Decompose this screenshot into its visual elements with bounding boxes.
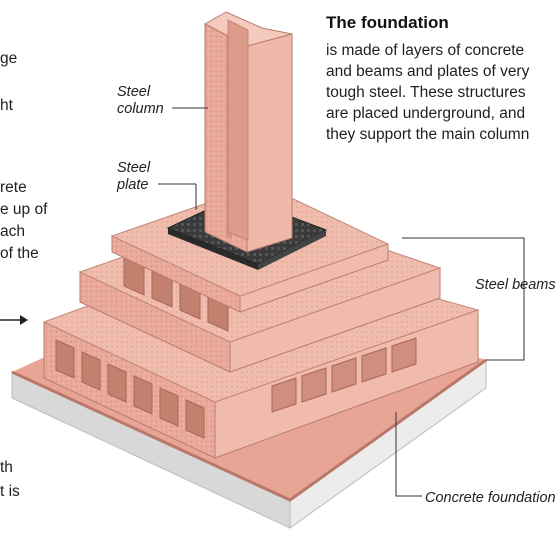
concrete-foundation-label: Concrete foundation bbox=[425, 490, 556, 506]
description-line-3: tough steel. These structures bbox=[326, 84, 526, 101]
steel-beams-bracket bbox=[402, 237, 525, 361]
description-line-4: are placed underground, and bbox=[326, 105, 526, 122]
steel-plate-label-line2: plate bbox=[117, 177, 149, 193]
clipped-text-3: rete bbox=[0, 179, 27, 196]
arrow-right-icon bbox=[0, 315, 28, 325]
steel-column bbox=[203, 11, 293, 253]
clipped-text-8: t is bbox=[0, 483, 20, 500]
description-line-5: they support the main column bbox=[326, 126, 530, 143]
steel-plate-label-line1: Steel bbox=[117, 160, 151, 176]
foundation-title: The foundation bbox=[326, 13, 449, 32]
steel-column-label: Steel column bbox=[117, 84, 164, 118]
leader-lines bbox=[158, 107, 525, 497]
clipped-text-1: ge bbox=[0, 50, 18, 67]
clipped-text-7: th bbox=[0, 459, 13, 476]
steel-column-label-line1: Steel bbox=[117, 84, 151, 100]
clipped-text-5: ach bbox=[0, 223, 25, 240]
concrete-foundation-leader bbox=[395, 412, 422, 497]
clipped-text-4: e up of bbox=[0, 201, 48, 218]
steel-beams-label: Steel beams bbox=[475, 277, 556, 293]
clipped-text-2: ht bbox=[0, 97, 13, 114]
steel-plate-label: Steel plate bbox=[117, 160, 150, 194]
description-line-1: is made of layers of concrete bbox=[326, 42, 525, 59]
clipped-text-6: of the bbox=[0, 245, 39, 262]
foundation-description: is made of layers of concrete and beams … bbox=[326, 40, 560, 145]
steel-column-label-line2: column bbox=[117, 101, 164, 117]
description-line-2: and beams and plates of very bbox=[326, 63, 530, 80]
